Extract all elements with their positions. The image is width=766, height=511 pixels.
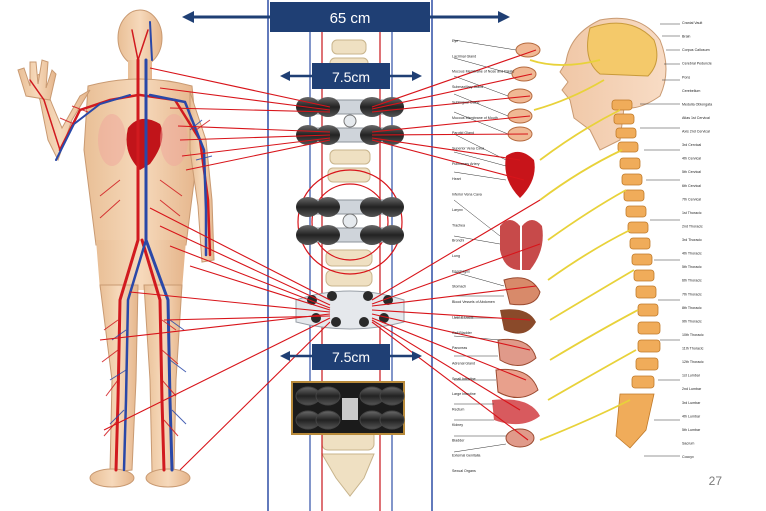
diagram-label: Gall Bladder	[452, 331, 473, 335]
diagram-label: Cerebellum	[682, 89, 700, 93]
diagram-label: Lung	[452, 254, 460, 258]
diagram-label: 3rd Lumbar	[682, 401, 701, 405]
circulatory-figure	[17, 9, 215, 488]
diagram-label: 10th Thoracic	[682, 333, 704, 337]
massage-roller-upper	[296, 97, 404, 145]
diagram-label: Sacrum	[682, 441, 694, 445]
diagram-label: Pulmonary Artery	[452, 162, 480, 166]
nervous-system-figure	[453, 17, 680, 457]
diagram-label: 1st Lumbar	[682, 374, 701, 378]
diagram-label: Eye	[452, 39, 458, 43]
total-width-dimension	[182, 2, 510, 32]
diagram-label: Bladder	[452, 438, 465, 442]
diagram-label: Small Intestine	[452, 377, 476, 381]
diagram-label: Trachea	[452, 223, 465, 227]
diagram-label: Pancreas	[452, 346, 467, 350]
diagram-label: Superior Vena Cava	[452, 147, 484, 151]
massage-roller-middle	[296, 169, 404, 275]
diagram-label: 3rd Thoracic	[682, 238, 702, 242]
diagram-label: Bronchi	[452, 239, 464, 243]
diagram-label: Blood Vessels of Abdomen	[452, 300, 495, 304]
diagram-label: 2nd Thoracic	[682, 224, 703, 228]
diagram-label: 8th Thoracic	[682, 306, 702, 310]
diagram-label: Inferior Vena Cava	[452, 193, 482, 197]
diagram-label: Medulla Oblongata	[682, 102, 712, 106]
diagram-label: Sublingual Gland	[452, 100, 479, 104]
diagram-label: Mucous Membrane of Mouth	[452, 116, 498, 120]
diagram-label: Adrenal Gland	[452, 362, 475, 366]
lower-pad-dimension	[280, 344, 422, 370]
total-width-label: 65 cm	[330, 10, 371, 27]
diagram-label: Esophagus	[452, 269, 470, 273]
lower-pad-width-label: 7.5cm	[332, 349, 370, 365]
diagram-label: Atlas 1st Cervical	[682, 116, 710, 120]
diagram-label: 11th Thoracic	[682, 347, 704, 351]
diagram-label: Sexual Organs	[452, 469, 476, 473]
diagram-label: 5th Lumbar	[682, 428, 701, 432]
upper-pad-width-label: 7.5cm	[332, 69, 370, 85]
diagram-label: 1st Thoracic	[682, 211, 702, 215]
diagram-label: Submaxillary Gland	[452, 85, 483, 89]
diagram-label: 12th Thoracic	[682, 360, 704, 364]
diagram-label: Lacrimal Gland	[452, 54, 476, 58]
diagram-label: Liver & Ducts	[452, 315, 474, 319]
diagram-label: 6th Thoracic	[682, 279, 702, 283]
diagram-label: 4th Lumbar	[682, 414, 701, 418]
connector-lines	[99, 49, 541, 471]
diagram-label: 6th Cervical	[682, 184, 701, 188]
diagram-label: 7th Thoracic	[682, 292, 702, 296]
upper-pad-dimension	[280, 63, 422, 89]
diagram-label: 2nd Lumbar	[682, 387, 702, 391]
diagram-label: External Genitalia	[452, 454, 480, 458]
diagram-label: Larynx	[452, 208, 463, 212]
diagram-label: 3rd Cervical	[682, 143, 701, 147]
diagram-label: Stomach	[452, 285, 466, 289]
diagram-label: Heart	[452, 177, 461, 181]
diagram-label: Pons	[682, 75, 690, 79]
diagram-label: Brain	[682, 35, 690, 39]
diagram-label: 4th Cervical	[682, 157, 701, 161]
diagram-label: 5th Cervical	[682, 170, 701, 174]
diagram-label: Mucous Membrane of Nose and Palate	[452, 70, 514, 74]
diagram-label: Axis 2nd Cervical	[682, 130, 710, 134]
diagram-label: 9th Thoracic	[682, 319, 702, 323]
diagram-label: 5th Thoracic	[682, 265, 702, 269]
diagram-label: Kidney	[452, 423, 463, 427]
diagram-label: Cerebral Peduncle	[682, 62, 712, 66]
diagram-label: Cranial Vault	[682, 21, 702, 25]
diagram-label: 4th Thoracic	[682, 252, 702, 256]
diagram-label: Parotid Gland	[452, 131, 474, 135]
massage-roller-lower	[291, 381, 405, 435]
diagram-label: Corpus Callosum	[682, 48, 710, 52]
diagram-label: Large Intestine	[452, 392, 476, 396]
diagram-label: Rectum	[452, 408, 464, 412]
diagram-label: 7th Cervical	[682, 197, 701, 201]
page-number: 27	[708, 474, 722, 488]
diagram-label: Coccyx	[682, 455, 694, 459]
